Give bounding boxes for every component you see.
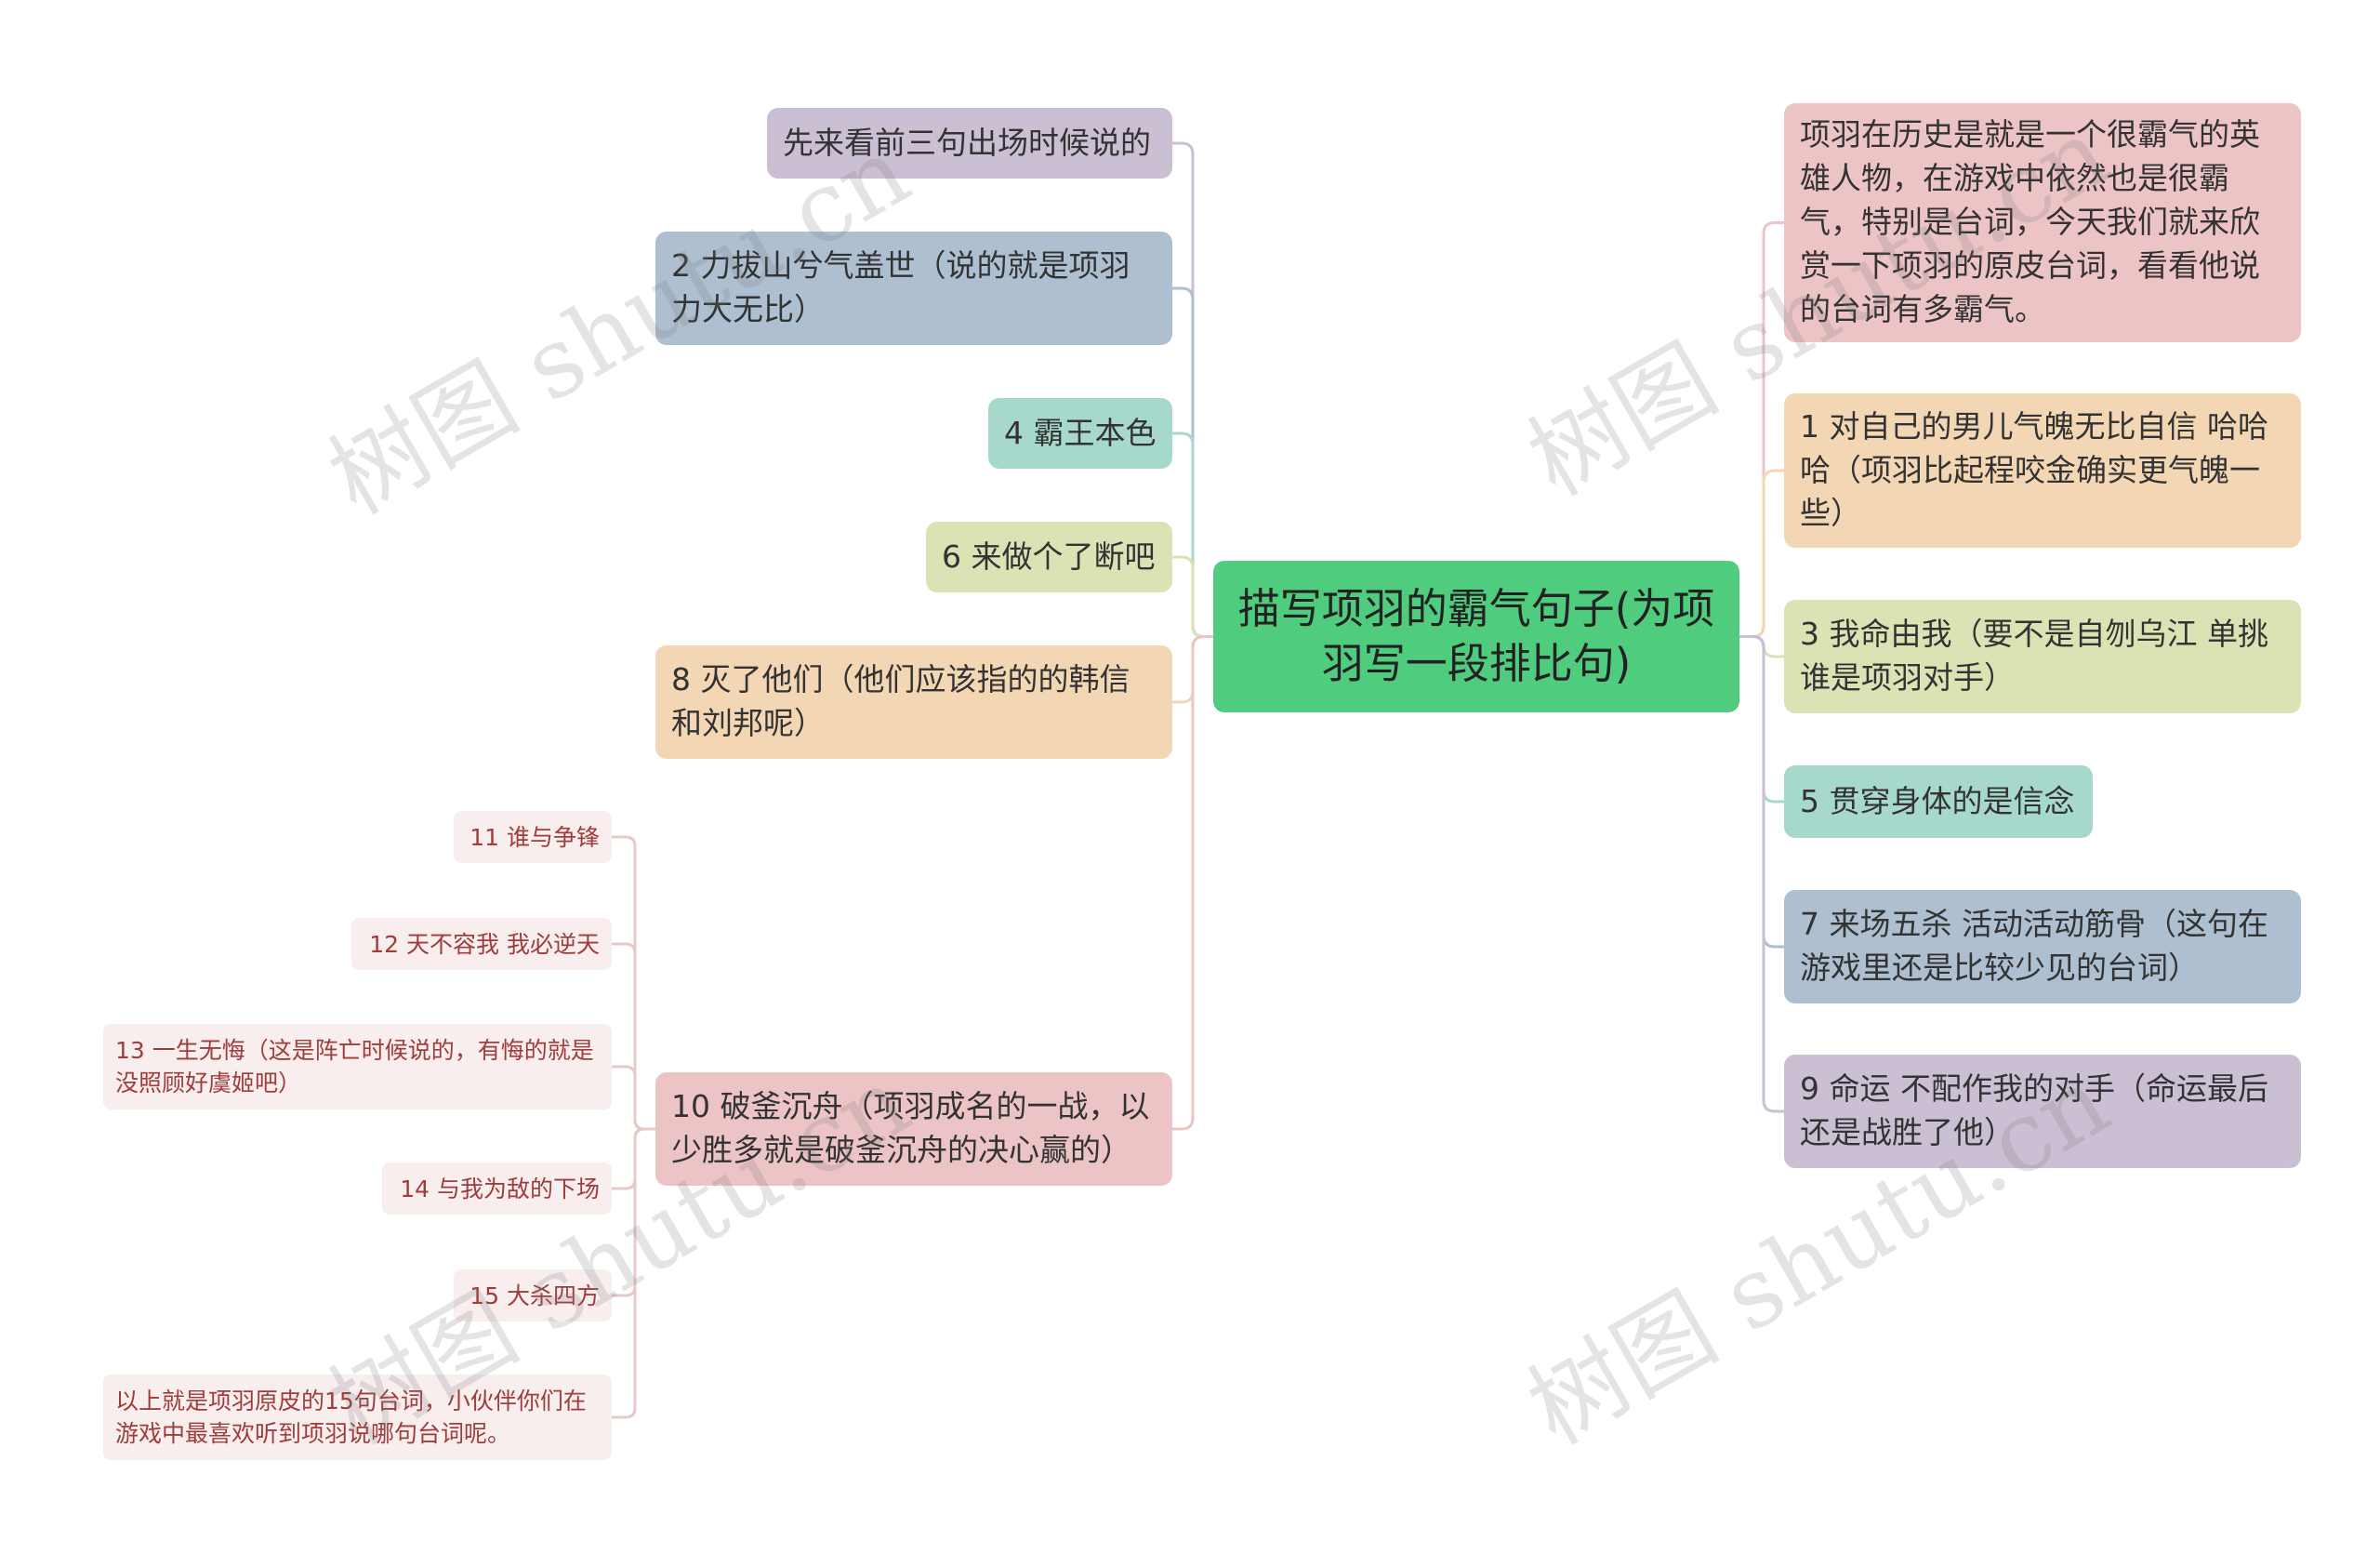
- connector-line: [1739, 221, 1784, 638]
- sub-connector-line: [612, 1127, 655, 1419]
- left-topic-intro[interactable]: 先来看前三句出场时候说的: [767, 108, 1172, 179]
- right-topic-intro[interactable]: 项羽在历史是就是一个很霸气的英雄人物，在游戏中依然也是很霸气，特别是台词，今天我…: [1784, 103, 2301, 342]
- sub-topic-summary[interactable]: 以上就是项羽原皮的15句台词，小伙伴你们在游戏中最喜欢听到项羽说哪句台词呢。: [103, 1375, 612, 1460]
- right-topic-line-5[interactable]: 5 贯穿身体的是信念: [1784, 765, 2093, 838]
- topic-text: 5 贯穿身体的是信念: [1800, 782, 2075, 819]
- root-topic-text: 描写项羽的霸气句子(为项羽写一段排比句): [1237, 584, 1715, 688]
- right-topic-line-3[interactable]: 3 我命由我（要不是自刎乌江 单挑谁是项羽对手）: [1784, 600, 2301, 713]
- connector-line: [1739, 635, 1784, 1113]
- sub-topic-text: 14 与我为敌的下场: [400, 1175, 600, 1202]
- connector-line: [1739, 635, 1784, 949]
- sub-topic-text: 12 天不容我 我必逆天: [369, 930, 600, 958]
- topic-text: 1 对自己的男儿气魄无比自信 哈哈哈（项羽比起程咬金确实更气魄一些）: [1800, 407, 2268, 532]
- left-topic-line-8[interactable]: 8 灭了他们（他们应该指的的韩信和刘邦呢）: [655, 645, 1172, 759]
- connector-line: [1172, 635, 1213, 1131]
- topic-text: 10 破釜沉舟（项羽成名的一战，以少胜多就是破釜沉舟的决心赢的）: [671, 1088, 1150, 1168]
- connector-line: [1739, 635, 1784, 804]
- topic-text: 9 命运 不配作我的对手（命运最后还是战胜了他）: [1800, 1070, 2268, 1150]
- topic-text: 2 力拔山兮气盖世（说的就是项羽力大无比）: [671, 247, 1130, 327]
- sub-topic-line-12[interactable]: 12 天不容我 我必逆天: [351, 918, 612, 970]
- sub-topic-line-14[interactable]: 14 与我为敌的下场: [382, 1162, 612, 1215]
- left-topic-line-10[interactable]: 10 破釜沉舟（项羽成名的一战，以少胜多就是破釜沉舟的决心赢的）: [655, 1072, 1172, 1186]
- topic-text: 6 来做个了断吧: [942, 538, 1156, 575]
- root-topic[interactable]: 描写项羽的霸气句子(为项羽写一段排比句): [1213, 561, 1739, 712]
- topic-text: 项羽在历史是就是一个很霸气的英雄人物，在游戏中依然也是很霸气，特别是台词，今天我…: [1800, 116, 2260, 327]
- right-topic-line-7[interactable]: 7 来场五杀 活动活动筋骨（这句在游戏里还是比较少见的台词）: [1784, 890, 2301, 1003]
- connector-line: [1739, 469, 1784, 638]
- connector-line: [1172, 555, 1213, 638]
- sub-topic-line-13[interactable]: 13 一生无悔（这是阵亡时候说的，有悔的就是没照顾好虞姬吧）: [103, 1024, 612, 1109]
- left-topic-line-4[interactable]: 4 霸王本色: [988, 398, 1172, 469]
- sub-topic-line-15[interactable]: 15 大杀四方: [454, 1269, 612, 1322]
- sub-topic-line-11[interactable]: 11 谁与争锋: [454, 811, 612, 863]
- topic-text: 4 霸王本色: [1004, 414, 1157, 451]
- sub-topic-text: 以上就是项羽原皮的15句台词，小伙伴你们在游戏中最喜欢听到项羽说哪句台词呢。: [115, 1388, 587, 1447]
- sub-topic-text: 11 谁与争锋: [469, 823, 600, 851]
- left-topic-line-6[interactable]: 6 来做个了断吧: [926, 522, 1172, 592]
- right-topic-line-9[interactable]: 9 命运 不配作我的对手（命运最后还是战胜了他）: [1784, 1055, 2301, 1168]
- sub-topic-text: 15 大杀四方: [469, 1282, 600, 1309]
- sub-topic-text: 13 一生无悔（这是阵亡时候说的，有悔的就是没照顾好虞姬吧）: [115, 1037, 594, 1096]
- topic-text: 3 我命由我（要不是自刎乌江 单挑谁是项羽对手）: [1800, 616, 2268, 696]
- topic-text: 8 灭了他们（他们应该指的的韩信和刘邦呢）: [671, 661, 1130, 741]
- left-topic-line-2[interactable]: 2 力拔山兮气盖世（说的就是项羽力大无比）: [655, 232, 1172, 345]
- right-topic-line-1[interactable]: 1 对自己的男儿气魄无比自信 哈哈哈（项羽比起程咬金确实更气魄一些）: [1784, 393, 2301, 548]
- topic-text: 先来看前三句出场时候说的: [783, 124, 1151, 161]
- sub-connector-line: [612, 1065, 655, 1131]
- topic-text: 7 来场五杀 活动活动筋骨（这句在游戏里还是比较少见的台词）: [1800, 906, 2268, 986]
